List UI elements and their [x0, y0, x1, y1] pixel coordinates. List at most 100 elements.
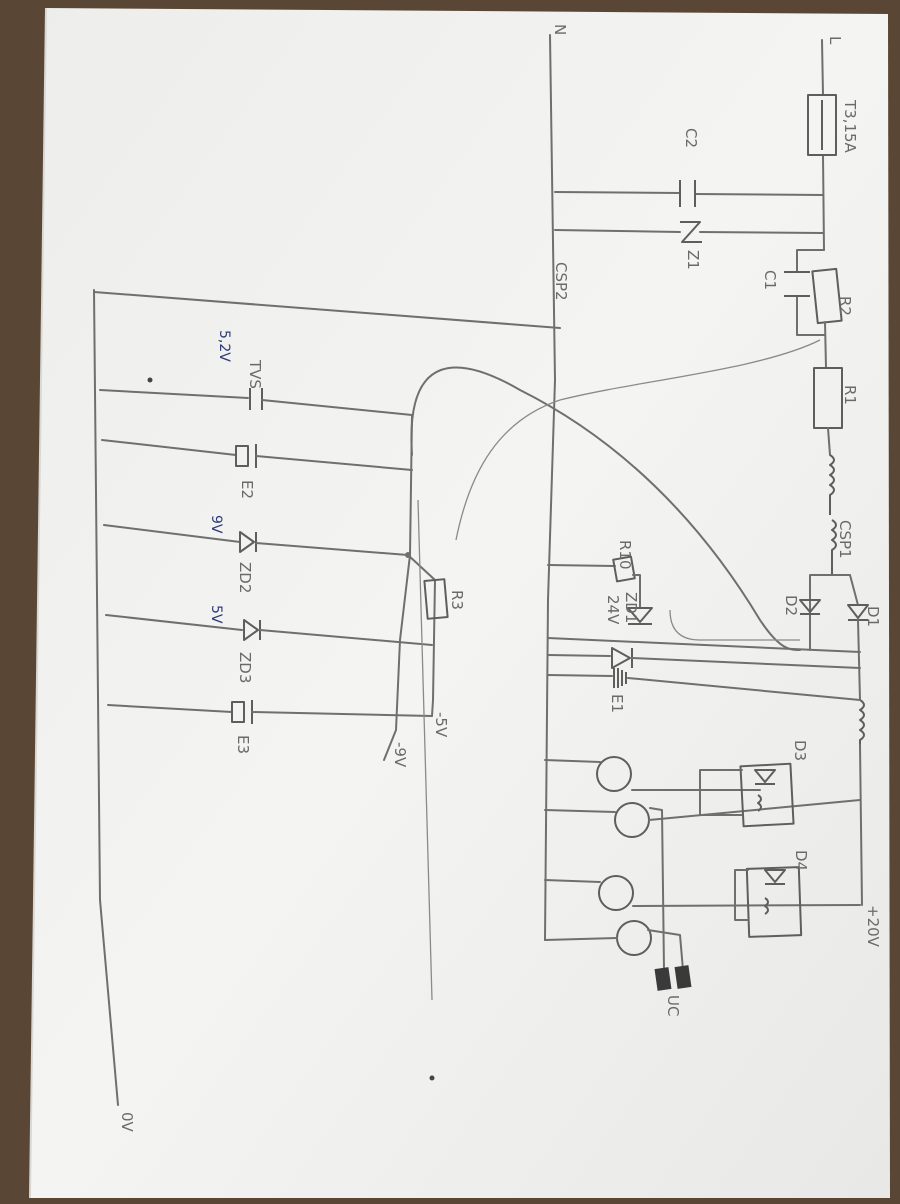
D4-relay-box [745, 866, 803, 938]
D3-diode [754, 769, 776, 785]
L-rail-top [821, 39, 824, 96]
label-N: N [551, 24, 569, 35]
junction-dot [405, 552, 411, 558]
R10-left-wire [547, 564, 616, 567]
label-C2: C2 [682, 128, 700, 148]
R10-down-wire [632, 574, 641, 609]
label-TVS-voltage: 5,2V [216, 330, 232, 362]
ZD2-zener [239, 531, 257, 553]
C2-wire-right [694, 193, 824, 196]
minus5-bus [407, 554, 436, 717]
R3-resistor [423, 578, 449, 620]
ZD3-wire-left [105, 614, 243, 631]
inductor-coil [829, 454, 835, 515]
label-R10: R10 [616, 540, 634, 570]
label-R1: R1 [841, 385, 859, 405]
label-CSP2: CSP2 [552, 262, 570, 301]
C1-left-wire [796, 249, 825, 273]
Q2-right-wire [648, 799, 861, 821]
label-E3: E3 [234, 735, 252, 754]
label-ZD1: ZD1 [622, 592, 640, 623]
label-CSP1: CSP1 [836, 520, 854, 559]
D4-bracket [734, 869, 749, 921]
label-ZD1-voltage: 24V [604, 595, 622, 625]
ZD2-wire-left [103, 524, 241, 543]
ZD3-wire-right [259, 629, 433, 646]
E3-wire-right [251, 711, 433, 717]
pencil-dot [147, 377, 153, 383]
plus20-rail [859, 744, 863, 906]
Q1-transistor [596, 756, 632, 792]
label-ZD3: ZD3 [236, 652, 254, 683]
L-rail-mid [822, 154, 825, 251]
D3-bracket [699, 769, 743, 816]
Q2-wire [544, 809, 616, 813]
E1-right-wire [627, 677, 861, 701]
D2-left-wire [809, 574, 833, 651]
R1-down-wire [827, 427, 831, 456]
Z1-wire-right [699, 231, 824, 234]
label-D3: D3 [791, 740, 809, 761]
N-rail [544, 34, 556, 941]
UC-connector-b [674, 965, 692, 989]
label-D1: D1 [864, 606, 882, 627]
label-R3: R3 [448, 590, 466, 610]
fuse-symbol [807, 94, 837, 156]
E2-capacitor [235, 445, 249, 467]
D3-coil [757, 794, 762, 812]
R2-resistor [811, 267, 843, 325]
zero-to-N-wire [93, 291, 561, 329]
D2-diode [799, 599, 821, 615]
label-Z1: Z1 [684, 250, 702, 270]
label-R2: R2 [836, 296, 854, 316]
TVS-wire-right [261, 399, 413, 416]
UC-connector-a [654, 967, 672, 991]
ZD1-left-wire [547, 654, 611, 657]
label-L: L [826, 36, 844, 45]
TVS-wire-left [99, 389, 249, 399]
ZD1-right-wire [631, 657, 861, 669]
D4-diode [764, 869, 786, 885]
ZD2-wire-right [255, 542, 409, 556]
Q3-transistor [598, 875, 634, 911]
label-D2: D2 [782, 595, 800, 616]
CSP1-coil [831, 519, 837, 575]
label-E2: E2 [238, 480, 256, 499]
paper-sheet [30, 8, 890, 1198]
label-TVS: TVS [246, 359, 264, 389]
Z1-varistor [680, 221, 702, 243]
D4-coil [764, 897, 769, 915]
label-fuse: T3,15A [841, 99, 859, 154]
label-ZD2-voltage: 9V [208, 515, 224, 534]
label-zero-volt: 0V [118, 1112, 136, 1133]
sweep-curve [410, 366, 801, 651]
L2-coil [859, 699, 865, 745]
E1-left-wire [547, 674, 613, 677]
Q1-wire [544, 759, 601, 763]
E3-capacitor [231, 701, 245, 723]
Q4-wire [544, 937, 618, 941]
ZD1-zener [627, 607, 653, 625]
E1-capacitor [613, 668, 627, 688]
label-ZD3-voltage: 5V [208, 605, 224, 624]
Q3-right-wire [632, 904, 861, 907]
minus9-bus [383, 414, 413, 761]
pencil-dot-2 [429, 1075, 435, 1081]
label-UC: UC [664, 995, 682, 1016]
faint-curve [455, 339, 821, 541]
zero-volt-rail [93, 289, 119, 1106]
R2-to-R1-wire [824, 321, 827, 369]
R10-resistor [612, 555, 636, 583]
label-C1: C1 [761, 270, 779, 290]
E3-wire-left [107, 704, 233, 713]
D1-wire [831, 574, 859, 606]
D3-relay-box [739, 762, 795, 828]
E2-wire-right [255, 455, 413, 471]
label-plus20V: +20V [864, 905, 882, 948]
label-minus5V: -5V [432, 712, 450, 738]
C2-wire-left [554, 191, 681, 194]
C1-right-wire [796, 295, 826, 336]
label-E1: E1 [608, 694, 626, 713]
Q3-wire [544, 879, 601, 883]
